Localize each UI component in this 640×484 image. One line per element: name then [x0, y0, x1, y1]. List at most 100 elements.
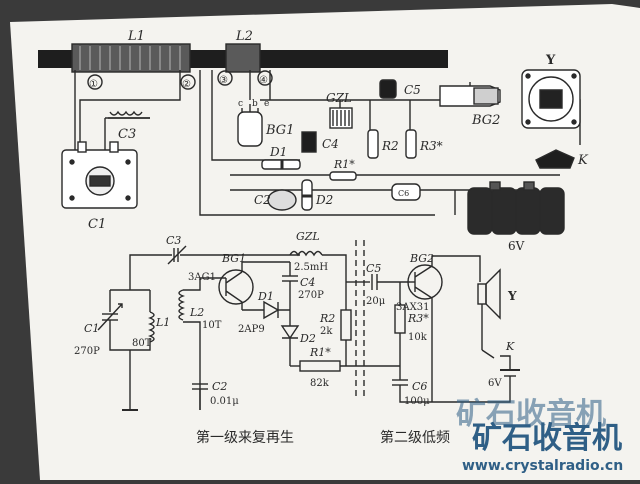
- c3-trimmer: [108, 110, 150, 119]
- bg1-transistor-body: [237, 111, 263, 147]
- sch-label-c4: C4: [300, 276, 315, 289]
- label-c5: C5: [404, 83, 421, 97]
- watermark-ghost: 矿石收音机: [456, 397, 606, 432]
- label-l2: L2: [235, 29, 253, 44]
- wire: [225, 271, 243, 310]
- sch-label-r2-value: 2k: [320, 326, 333, 337]
- sch-label-r3: R3*: [407, 312, 429, 325]
- layout-labels: L1 L2 ① ② ③ ④ C3 C1 BG1 C4 GZL D1 D2 C2 …: [88, 29, 589, 253]
- label-r2: R2: [381, 139, 399, 153]
- label-k: K: [577, 153, 589, 168]
- label-bg1: BG1: [265, 123, 294, 138]
- bg2-transistor-symbol: [407, 264, 443, 300]
- c4-capacitor: [301, 131, 317, 153]
- schematic-labels: C3 GZL 2.5mH BG1 3AG1 C4 270P C5 20μ BG2…: [74, 230, 517, 407]
- c1-shaft: [89, 175, 111, 187]
- sch-label-l2-value: 10T: [202, 320, 222, 331]
- switch-k-symbol: [481, 349, 511, 370]
- sch-label-r1-value: 82k: [310, 378, 330, 389]
- label-pin-b: b: [252, 99, 258, 109]
- watermark-url: www.crystalradio.cn: [462, 458, 623, 474]
- label-terminal-2: ②: [182, 79, 191, 90]
- l2-coil-symbol: [178, 289, 185, 321]
- wire: [79, 70, 181, 150]
- sch-label-c2: C2: [212, 380, 227, 393]
- label-c4: C4: [322, 137, 339, 151]
- label-d2: D2: [315, 193, 333, 207]
- sch-label-bg1: BG1: [221, 252, 246, 265]
- sch-label-bg2: BG2: [409, 252, 434, 265]
- sch-label-bg2-type: 3AX31: [396, 302, 429, 313]
- sch-label-gzl-value: 2.5mH: [294, 262, 328, 273]
- switch-k: [535, 149, 575, 169]
- coil-l1-windings: [79, 46, 181, 70]
- wire: [129, 254, 160, 290]
- sch-label-r2: R2: [319, 312, 335, 325]
- sch-label-c3: C3: [166, 234, 181, 247]
- r3-resistor: [405, 129, 417, 159]
- speaker-cone: [528, 76, 574, 122]
- sch-label-r1: R1*: [309, 346, 331, 359]
- sch-label-d1: D1: [257, 290, 274, 303]
- paper-sheet: [10, 4, 640, 480]
- label-l1: L1: [127, 29, 145, 44]
- component-layout: C6: [38, 43, 581, 235]
- sch-label-d1-type: 2AP9: [238, 324, 265, 335]
- wire: [183, 277, 226, 376]
- sch-label-c5-value: 20μ: [366, 296, 386, 307]
- wire: [322, 254, 347, 282]
- caption-stage-1: 第一级来复再生: [196, 429, 294, 446]
- label-terminal-4: ④: [259, 75, 268, 86]
- terminal-4: [257, 70, 273, 86]
- label-r3: R3*: [419, 139, 443, 153]
- sch-label-y: Y: [507, 289, 517, 303]
- label-terminal-1: ①: [89, 79, 98, 90]
- d2-diode-symbol: [280, 312, 300, 366]
- label-gzl: GZL: [326, 91, 352, 105]
- d1-diode-symbol: [242, 300, 290, 320]
- wire: [399, 385, 495, 403]
- wire: [431, 255, 481, 282]
- l1-coil-symbol: [148, 311, 155, 343]
- sch-label-c4-value: 270P: [298, 290, 324, 301]
- label-pin-e: e: [264, 99, 269, 109]
- sch-label-c1: C1: [84, 322, 99, 335]
- gzl-choke-symbol: [289, 250, 323, 257]
- watermark-title: 矿石收音机: [472, 421, 622, 456]
- label-r1: R1*: [333, 158, 355, 171]
- wire: [241, 261, 290, 272]
- sch-label-c1-value: 270P: [74, 346, 100, 357]
- terminal-2: [180, 74, 196, 90]
- label-battery: 6V: [508, 239, 525, 253]
- battery-pack: [467, 181, 565, 235]
- sch-label-r3-value: 10k: [408, 332, 428, 343]
- wire: [199, 70, 435, 216]
- bg1-transistor-symbol: [218, 269, 254, 305]
- r2-resistor: [367, 129, 379, 159]
- sch-label-l2: L2: [189, 306, 204, 319]
- label-c1: C1: [88, 217, 106, 232]
- label-bg2: BG2: [471, 113, 500, 128]
- circuit-schematic: [97, 240, 520, 411]
- wire: [109, 290, 151, 312]
- label-pin-c: c: [238, 99, 243, 109]
- r1-resistor: [329, 171, 357, 181]
- terminal-3: [217, 70, 233, 86]
- sch-label-k: K: [505, 340, 515, 353]
- speaker-cone-symbol: [485, 268, 501, 320]
- sch-label-c6: C6: [412, 380, 427, 393]
- sch-label-c6-value: 100μ: [404, 396, 430, 407]
- wire: [369, 100, 411, 130]
- sch-label-c5: C5: [366, 262, 381, 275]
- sch-label-bg1-type: 3AG1: [188, 272, 216, 283]
- svg-text:C6: C6: [398, 189, 409, 198]
- terminal-1: [87, 74, 103, 90]
- sch-label-c2-value: 0.01μ: [210, 396, 239, 407]
- label-terminal-3: ③: [219, 75, 228, 86]
- label-d1: D1: [269, 145, 287, 159]
- caption-stage-2: 第二级低频: [380, 429, 450, 446]
- label-c3: C3: [118, 127, 136, 142]
- label-y: Y: [545, 53, 556, 68]
